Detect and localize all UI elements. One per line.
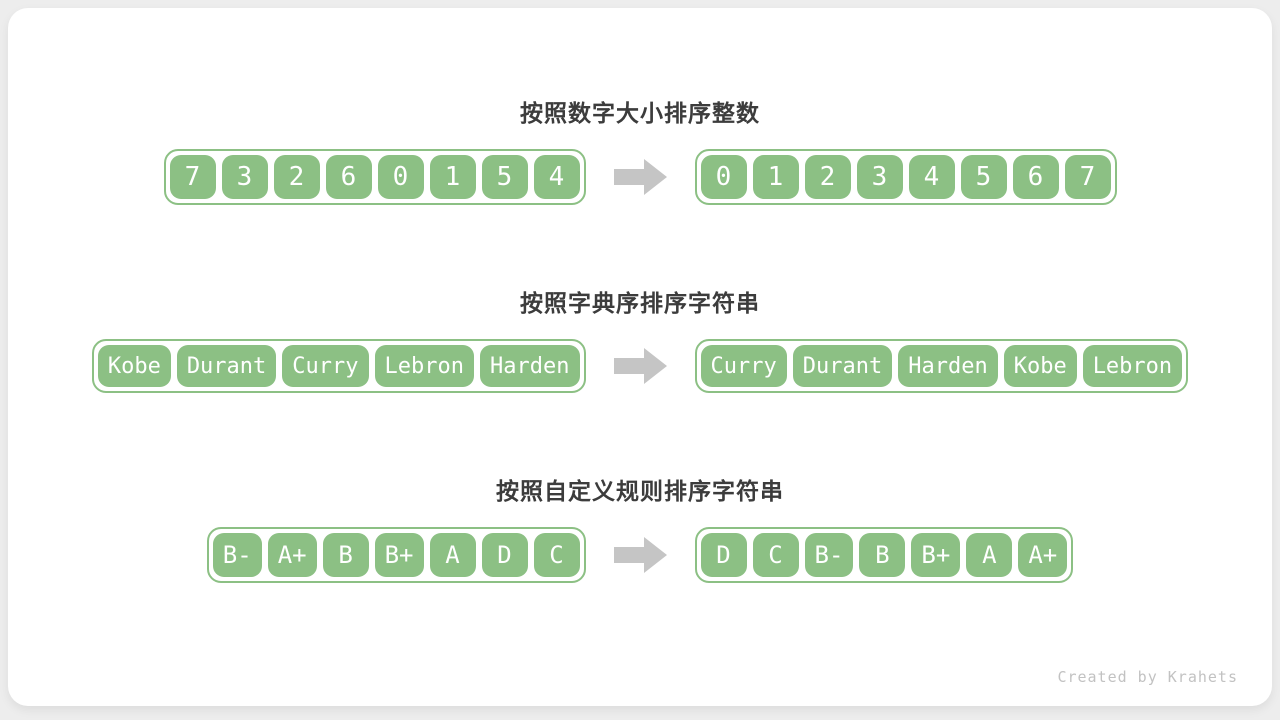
array-cell: Harden xyxy=(898,345,998,387)
array-cell: B xyxy=(322,533,369,577)
array-cell: Durant xyxy=(176,345,277,387)
array-cell: 1 xyxy=(752,155,799,199)
section-title: 按照自定义规则排序字符串 xyxy=(496,478,784,504)
array-cell: 6 xyxy=(325,155,372,199)
array-cell: Kobe xyxy=(1003,345,1077,387)
array-cell: D xyxy=(481,533,528,577)
array-cell: Harden xyxy=(480,345,580,387)
array-cell: Kobe xyxy=(97,345,171,387)
array-cell: 3 xyxy=(221,155,268,199)
array-cell: 5 xyxy=(960,155,1007,199)
array-cell: A xyxy=(429,533,476,577)
array-cell: C xyxy=(752,533,799,577)
array-cell: 4 xyxy=(908,155,955,199)
array-cell: 1 xyxy=(429,155,476,199)
array-cell: B- xyxy=(212,533,262,577)
array-cell: 2 xyxy=(804,155,851,199)
watermark: Created by Krahets xyxy=(1057,668,1238,686)
arrow-right-icon xyxy=(613,348,667,384)
array-cell: 5 xyxy=(481,155,528,199)
array-cell: B- xyxy=(804,533,854,577)
array-cell: 6 xyxy=(1012,155,1059,199)
array-cell: A+ xyxy=(1018,533,1068,577)
array-cell: Lebron xyxy=(374,345,475,387)
array-cell: B+ xyxy=(374,533,424,577)
array-cell: 7 xyxy=(1064,155,1111,199)
array-cell: A+ xyxy=(267,533,317,577)
array-cell: B+ xyxy=(911,533,961,577)
arrow-right-icon xyxy=(613,537,667,573)
array-cell: 2 xyxy=(273,155,320,199)
array-cell: C xyxy=(533,533,580,577)
array-cell: 3 xyxy=(856,155,903,199)
array-cell: B xyxy=(859,533,906,577)
array-cell: 4 xyxy=(533,155,580,199)
array-cell: 7 xyxy=(169,155,216,199)
array-cell: Curry xyxy=(700,345,787,387)
array-cell: A xyxy=(966,533,1013,577)
section-title: 按照数字大小排序整数 xyxy=(520,100,760,126)
array-cell: Durant xyxy=(792,345,893,387)
array-cell: D xyxy=(700,533,747,577)
array-cell: 0 xyxy=(700,155,747,199)
array-cell: 0 xyxy=(377,155,424,199)
arrow-right-icon xyxy=(613,159,667,195)
array-cell: Lebron xyxy=(1082,345,1183,387)
array-cell: Curry xyxy=(282,345,369,387)
section-title: 按照字典序排序字符串 xyxy=(520,290,760,316)
